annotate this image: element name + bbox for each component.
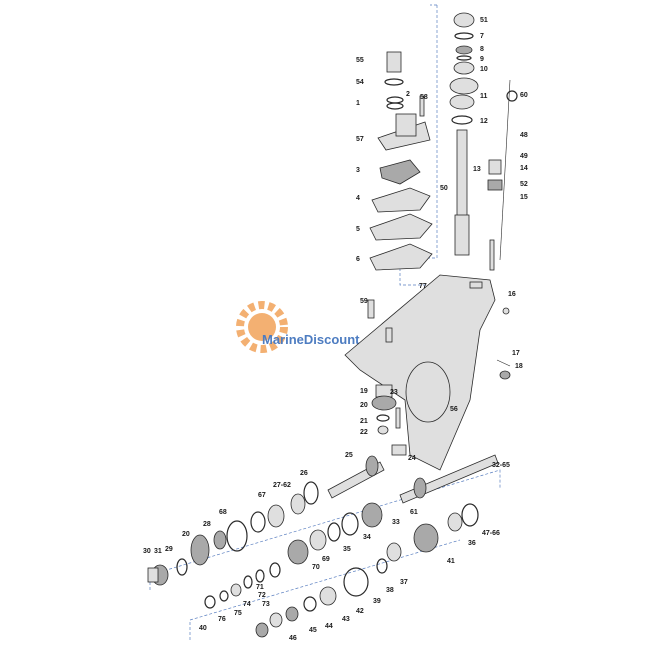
part-label: 27-62	[273, 482, 291, 489]
part-label: 38	[386, 587, 394, 594]
part-label: 2	[406, 91, 410, 98]
gear-icon	[236, 301, 288, 353]
driveshaft-assembly	[449, 12, 518, 261]
part-label: 15	[520, 194, 528, 201]
part-label: 20	[360, 402, 368, 409]
part-label: 32-65	[492, 462, 510, 469]
part-label: 20	[182, 531, 190, 538]
propeller-shaft-assembly	[147, 454, 499, 638]
part-label: 29	[165, 546, 173, 553]
part-label: 10	[480, 66, 488, 73]
part-label: 45	[309, 627, 317, 634]
part-label: 56	[450, 406, 458, 413]
part-labels: 51 7 8 9 10 11 12 13 14 15 52 49 48 60 5…	[143, 17, 528, 642]
part-label: 14	[520, 165, 528, 172]
part-label: 57	[356, 136, 364, 143]
part-label: 22	[360, 429, 368, 436]
part-label: 71	[256, 584, 264, 591]
part-label: 41	[447, 558, 455, 565]
part-label: 17	[512, 350, 520, 357]
part-label: 59	[360, 298, 368, 305]
part-label: 43	[342, 616, 350, 623]
part-label: 39	[373, 598, 381, 605]
part-label: 68	[219, 509, 227, 516]
part-label: 51	[480, 17, 488, 24]
part-label: 19	[360, 388, 368, 395]
part-label: 13	[473, 166, 481, 173]
part-label: 12	[480, 118, 488, 125]
pinion-parts	[371, 384, 407, 456]
part-label: 24	[408, 455, 416, 462]
part-label: 3	[356, 167, 360, 174]
part-label: 9	[480, 56, 484, 63]
part-label: 73	[262, 601, 270, 608]
part-label: 75	[234, 610, 242, 617]
part-label: 35	[343, 546, 351, 553]
part-label: 60	[520, 92, 528, 99]
part-label: 30	[143, 548, 151, 555]
part-label: 25	[345, 452, 353, 459]
part-label: 23	[390, 389, 398, 396]
watermark-text: MarineDiscount	[262, 332, 360, 347]
part-label: 6	[356, 256, 360, 263]
part-label: 49	[520, 153, 528, 160]
part-label: 52	[520, 181, 528, 188]
part-label: 18	[515, 363, 523, 370]
part-label: 11	[480, 93, 488, 100]
part-label: 33	[392, 519, 400, 526]
water-pump-assembly	[369, 51, 433, 271]
part-label: 72	[258, 592, 266, 599]
part-label: 58	[420, 94, 428, 101]
part-label: 70	[312, 564, 320, 571]
part-label: 50	[440, 185, 448, 192]
part-label: 5	[356, 226, 360, 233]
part-label: 42	[356, 608, 364, 615]
part-label: 7	[480, 33, 484, 40]
part-label: 46	[289, 635, 297, 642]
part-label: 44	[325, 623, 333, 630]
part-label: 74	[243, 601, 251, 608]
part-label: 47-66	[482, 530, 500, 537]
part-label: 34	[363, 534, 371, 541]
gearcase-housing	[344, 239, 511, 471]
part-label: 26	[300, 470, 308, 477]
part-label: 54	[356, 79, 364, 86]
marinediscount-watermark: MarineDiscount	[236, 301, 426, 353]
part-label: 4	[356, 195, 360, 202]
part-label: 36	[468, 540, 476, 547]
part-label: 48	[520, 132, 528, 139]
part-label: 21	[360, 418, 368, 425]
part-label: 61	[410, 509, 418, 516]
part-label: 16	[508, 291, 516, 298]
part-label: 55	[356, 57, 364, 64]
part-label: 28	[203, 521, 211, 528]
part-label: 69	[322, 556, 330, 563]
part-label: 31	[154, 548, 162, 555]
part-label: 77	[419, 283, 427, 290]
part-label: 8	[480, 46, 484, 53]
part-label: 76	[218, 616, 226, 623]
part-label: 40	[199, 625, 207, 632]
part-label: 1	[356, 100, 360, 107]
part-label: 37	[400, 579, 408, 586]
part-label: 67	[258, 492, 266, 499]
